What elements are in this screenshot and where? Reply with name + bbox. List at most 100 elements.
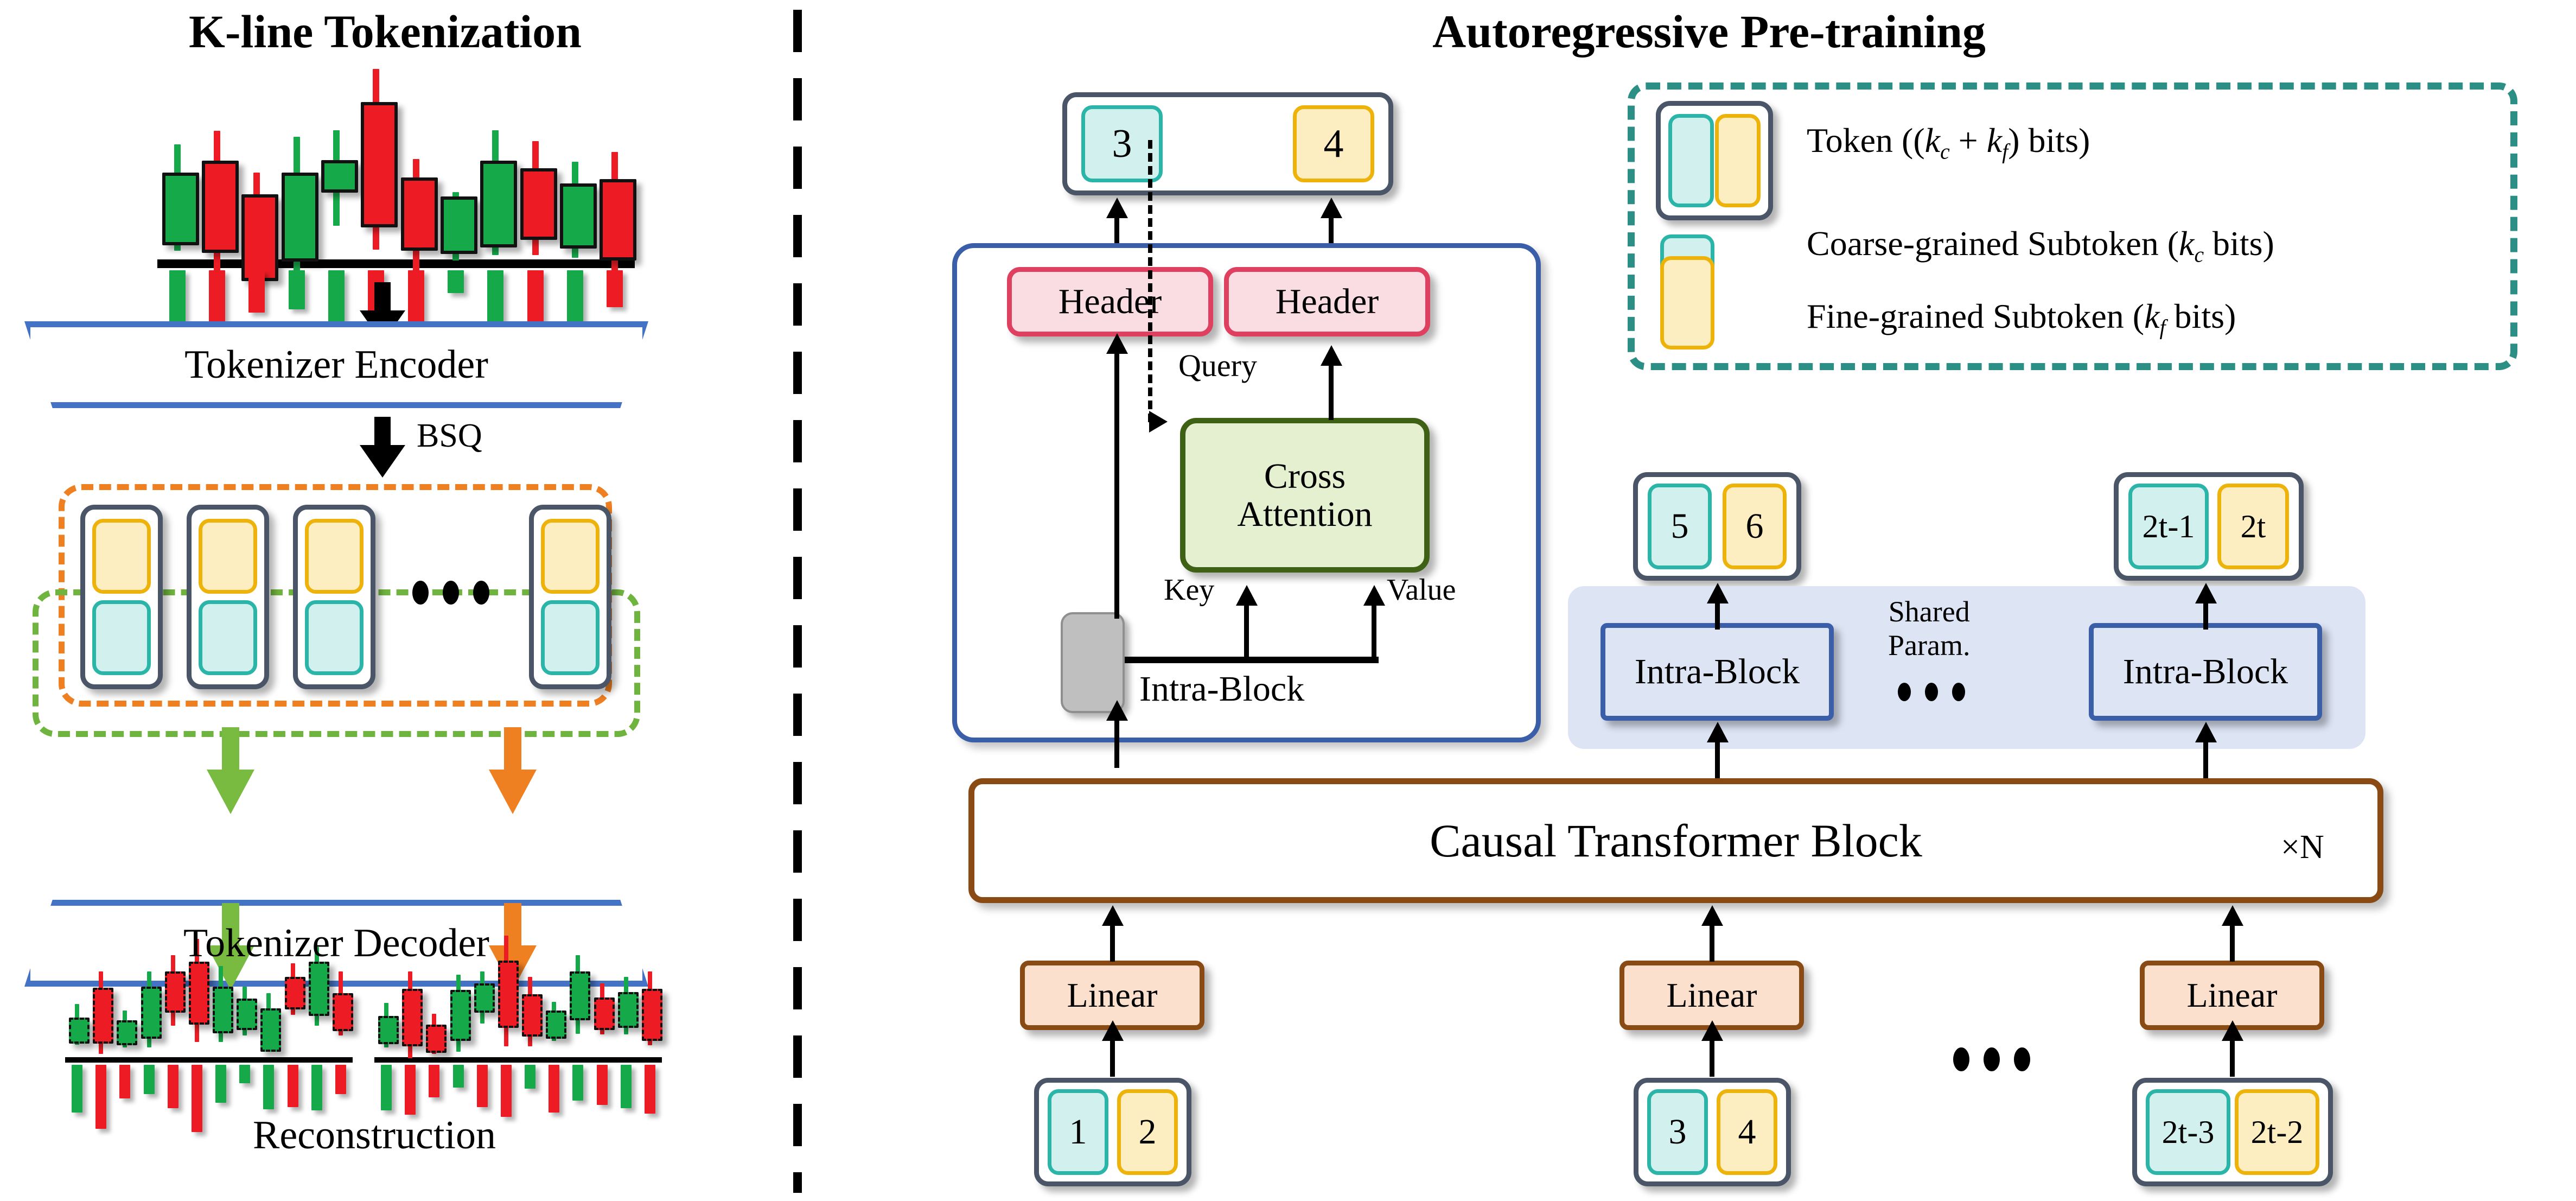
token-card [80,505,163,689]
volume-bar [239,1065,251,1083]
tokenizer-encoder-box[interactable]: Tokenizer Encoder [24,321,648,408]
arrow-linear3-to-ctb [2230,917,2235,962]
candle-body [281,173,318,262]
legend-k1: k [2179,224,2195,263]
legend-k1-sub: c [1940,139,1950,164]
candle-body [332,993,353,1031]
cross-attention-box[interactable]: Cross Attention [1180,418,1430,573]
volume-bar [119,1065,131,1098]
arrow-head [1106,198,1128,218]
volume-bar [167,1065,178,1108]
candle-body [400,177,438,251]
candle-body [241,194,279,281]
arrow-bsq [358,417,407,478]
legend-k1-sub: c [2194,243,2204,267]
legend-label-fine: Fine-grained Subtoken (kf bits) [1807,296,2236,340]
fine-subtoken: 2t-2 [2235,1089,2319,1175]
volume-bar [191,1065,202,1132]
arrow-head [1236,585,1258,606]
candle-body [361,102,398,227]
volume-bar [448,270,464,293]
bsq-label: BSQ [417,417,482,454]
input-token-card-2: 3 4 [1634,1078,1791,1186]
token-card [187,505,269,689]
value-line [1372,600,1376,660]
candle-body [617,992,639,1028]
fine-subtoken: 2t [2217,484,2289,569]
reconstruction-chart-left [65,923,353,1132]
arrow-head [2195,722,2217,742]
chart-baseline [374,1057,662,1063]
causal-transformer-label: Causal Transformer Block [1430,815,1922,867]
volume-bar [288,270,305,309]
arrow-ctb-to-header-left [1114,347,1119,619]
key-label: Key [1164,573,1215,607]
encoder-label: Tokenizer Encoder [184,342,488,387]
tokenizer-decoder-box[interactable]: Tokenizer Decoder [24,900,648,987]
intra-block-2[interactable]: Intra-Block [2089,623,2322,721]
header-box-fine[interactable]: Header [1224,267,1430,336]
legend-text-pre: Token (( [1807,121,1925,160]
output-token-card: 3 4 [1062,92,1393,195]
repeat-count-label: ×N [2281,829,2324,866]
arrow-head [2195,583,2217,603]
arrow-head [1701,1020,1723,1041]
legend-k2: k [1986,121,2003,160]
legend-label-token: Token ((kc + kf) bits) [1807,120,2090,164]
legend-container [1628,82,2517,370]
header-box-coarse[interactable]: Header [1007,267,1213,336]
arrow-head [1102,905,1124,926]
candle-body [162,173,199,245]
legend-text-post: bits) [2204,224,2274,263]
arrow-ctb-to-intra1 [1715,734,1720,778]
linear-box-2[interactable]: Linear [1619,961,1804,1030]
candle-body [213,987,234,1033]
coarse-path-arrow [201,727,260,814]
candle-body [378,1016,399,1044]
original-kline-chart [157,65,637,361]
volume-bar [452,1065,464,1088]
candle-body [164,971,186,1013]
linear-box-3[interactable]: Linear [2140,961,2324,1030]
legend-k2-sub: f [2002,139,2008,164]
coarse-subtoken: 1 [1048,1089,1108,1175]
candle-body [188,962,209,1025]
fine-subtoken [1715,114,1761,207]
volume-bar [311,1065,322,1110]
volume-bar [644,1065,655,1114]
linear-box-1[interactable]: Linear [1020,961,1204,1030]
arrow-head [1106,700,1128,721]
coarse-subtoken [541,600,600,675]
coarse-subtoken: 3 [1647,1089,1708,1175]
shared-param-label: Shared Param. [1888,595,1971,662]
arrow-intra2-to-token [2203,596,2208,630]
candle-body [480,161,518,247]
arrow-header-left-to-output [1114,207,1119,267]
legend-text-post: bits) [2165,297,2236,335]
candle-body [237,999,258,1030]
coarse-subtoken [92,600,151,675]
decoder-shape [24,900,648,987]
fine-path-arrow [483,727,543,814]
arrow-ctb-to-intra2 [2203,734,2208,778]
coarse-subtoken [199,600,257,675]
arrow-token2-to-linear2 [1710,1032,1714,1077]
candle-body [560,183,597,249]
volume-bar [572,1065,584,1101]
intra-block-1[interactable]: Intra-Block [1601,623,1834,721]
legend-k1: k [1924,121,1941,160]
value-label: Value [1387,573,1456,607]
volume-bar [500,1065,512,1117]
coarse-subtoken: 2t-3 [2146,1089,2230,1175]
candle-body [117,1020,138,1045]
fine-subtoken: 6 [1723,484,1787,569]
candle-body [202,161,239,253]
input-token-card-1: 1 2 [1034,1078,1191,1186]
candle-body [520,168,557,240]
candle-body [426,1025,447,1053]
legend-plus: + [1949,121,1987,160]
candle-body [474,983,495,1013]
candle-body [570,971,591,1020]
causal-transformer-block[interactable]: Causal Transformer Block [968,778,2383,903]
token-card [529,505,611,689]
